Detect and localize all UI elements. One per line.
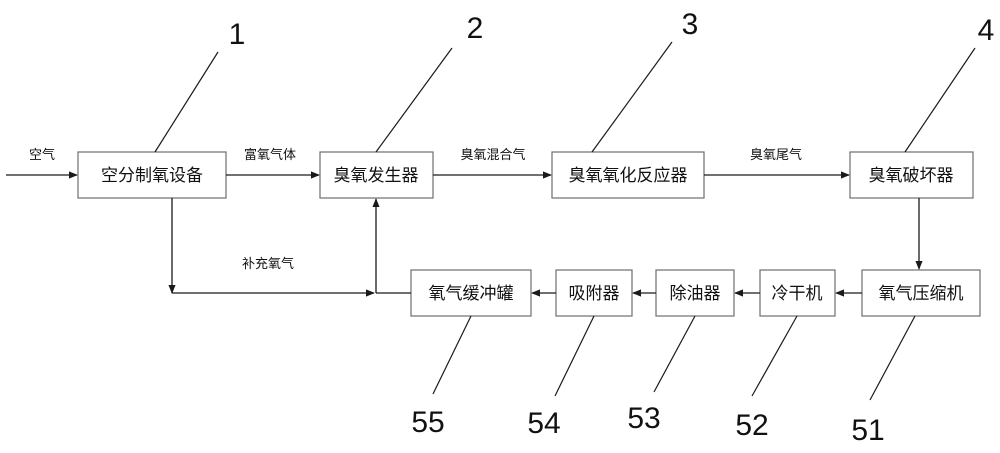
- leader-51: [869, 315, 916, 401]
- node-adsorber-label: 吸附器: [569, 284, 620, 304]
- node-ozone-generator: 臭氧发生器: [319, 151, 434, 199]
- leader-4: [904, 47, 976, 153]
- ref-number-3: 3: [682, 8, 699, 41]
- leader-55: [432, 315, 472, 395]
- leader-2: [375, 47, 453, 153]
- node-air-separation: 空分制氧设备: [77, 151, 227, 199]
- ref-number-51: 51: [851, 414, 884, 447]
- node-oxygen-buffer-tank: 氧气缓冲罐: [410, 269, 532, 317]
- node-ozone-destructor-label: 臭氧破坏器: [869, 166, 954, 186]
- node-air-separation-label: 空分制氧设备: [101, 166, 203, 186]
- leader-53: [653, 315, 696, 393]
- node-ozonation-reactor: 臭氧氧化反应器: [551, 151, 705, 199]
- node-chiller-dryer-label: 冷干机: [772, 284, 823, 304]
- ref-number-52: 52: [735, 409, 768, 442]
- flow-ozone-mixture-label: 臭氧混合气: [460, 147, 525, 163]
- leader-3: [591, 41, 673, 153]
- leader-52: [751, 315, 798, 397]
- node-oil-remover: 除油器: [655, 269, 735, 317]
- ref-number-2: 2: [467, 12, 484, 45]
- node-oxygen-buffer-tank-label: 氧气缓冲罐: [429, 284, 514, 304]
- flow-air-label: 空气: [29, 147, 55, 163]
- ref-number-53: 53: [627, 402, 660, 435]
- node-ozonation-reactor-label: 臭氧氧化反应器: [569, 166, 688, 186]
- ref-number-54: 54: [527, 407, 560, 440]
- ref-number-1: 1: [229, 18, 246, 51]
- leader-1: [154, 51, 219, 153]
- node-adsorber: 吸附器: [555, 269, 633, 317]
- flow-ozone-tail-gas-label: 臭氧尾气: [750, 147, 802, 163]
- ref-number-4: 4: [978, 14, 995, 47]
- node-chiller-dryer: 冷干机: [759, 269, 836, 317]
- node-ozone-destructor: 臭氧破坏器: [849, 151, 974, 199]
- leader-54: [554, 315, 595, 397]
- flow-oxygen-rich-label: 富氧气体: [244, 147, 296, 163]
- node-ozone-generator-label: 臭氧发生器: [334, 166, 419, 186]
- node-oxygen-compressor-label: 氧气压缩机: [879, 284, 964, 304]
- node-oil-remover-label: 除油器: [670, 284, 721, 304]
- node-oxygen-compressor: 氧气压缩机: [861, 269, 981, 317]
- ref-number-55: 55: [411, 406, 444, 439]
- flow-supplementary-oxygen-label: 补充氧气: [242, 256, 294, 272]
